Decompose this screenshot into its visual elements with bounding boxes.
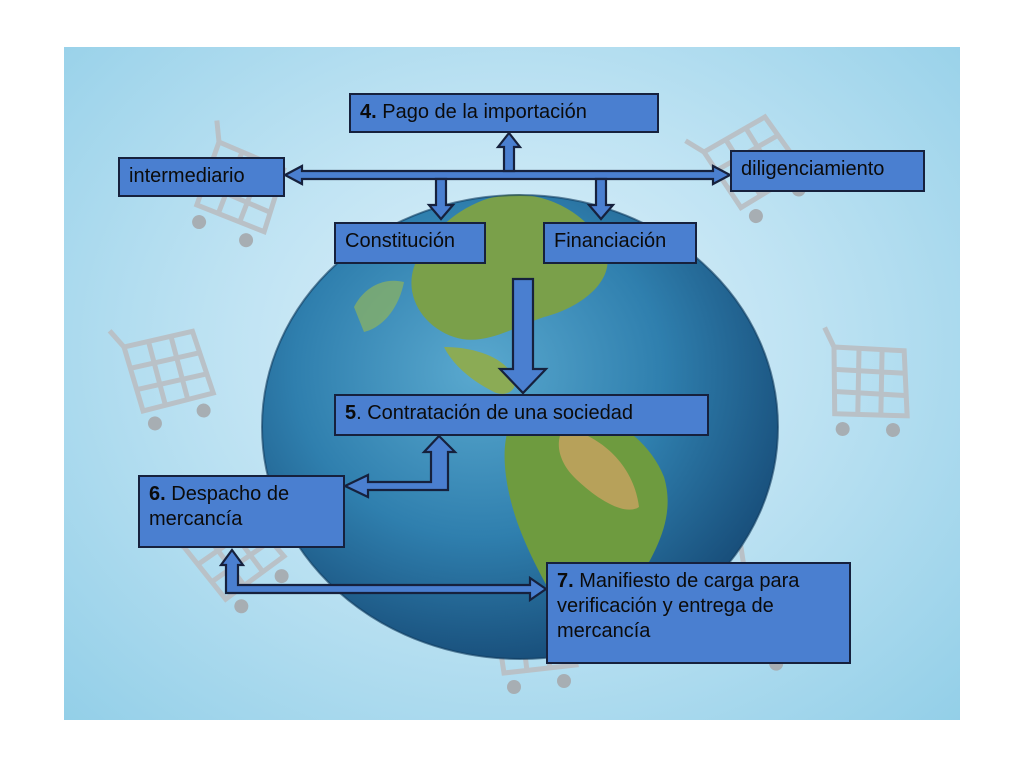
node-label: Constitución	[345, 230, 456, 252]
node-label: Pago de la importación	[382, 101, 587, 123]
node-number: 7.	[557, 570, 574, 592]
node-number: 6.	[149, 483, 166, 505]
node-label: . Contratación de una sociedad	[356, 402, 633, 424]
node-constitucion: Constitución	[334, 222, 486, 264]
shopping-cart-icon	[110, 318, 218, 435]
node-pago-importacion: 4. Pago de la importación	[349, 93, 659, 133]
node-label: Manifiesto de carga para verificación y …	[557, 570, 800, 642]
node-label: diligenciamiento	[741, 158, 885, 180]
node-financiacion: Financiación	[543, 222, 697, 264]
node-number: 5	[345, 402, 357, 424]
node-despacho-mercancia: 6. Despacho de mercancía	[138, 475, 345, 548]
node-diligenciamiento: diligenciamiento	[730, 150, 925, 192]
node-label: Despacho de mercancía	[149, 483, 290, 530]
node-intermediario: intermediario	[118, 157, 285, 197]
node-label: intermediario	[129, 165, 245, 187]
shopping-cart-icon	[810, 328, 918, 445]
diagram-canvas: 4. Pago de la importación intermediario …	[64, 47, 960, 720]
node-label: Financiación	[554, 230, 667, 252]
node-contratacion-sociedad: 5. Contratación de una sociedad	[334, 394, 709, 436]
node-manifiesto-carga: 7. Manifiesto de carga para verificación…	[546, 562, 851, 664]
node-number: 4.	[360, 101, 377, 123]
